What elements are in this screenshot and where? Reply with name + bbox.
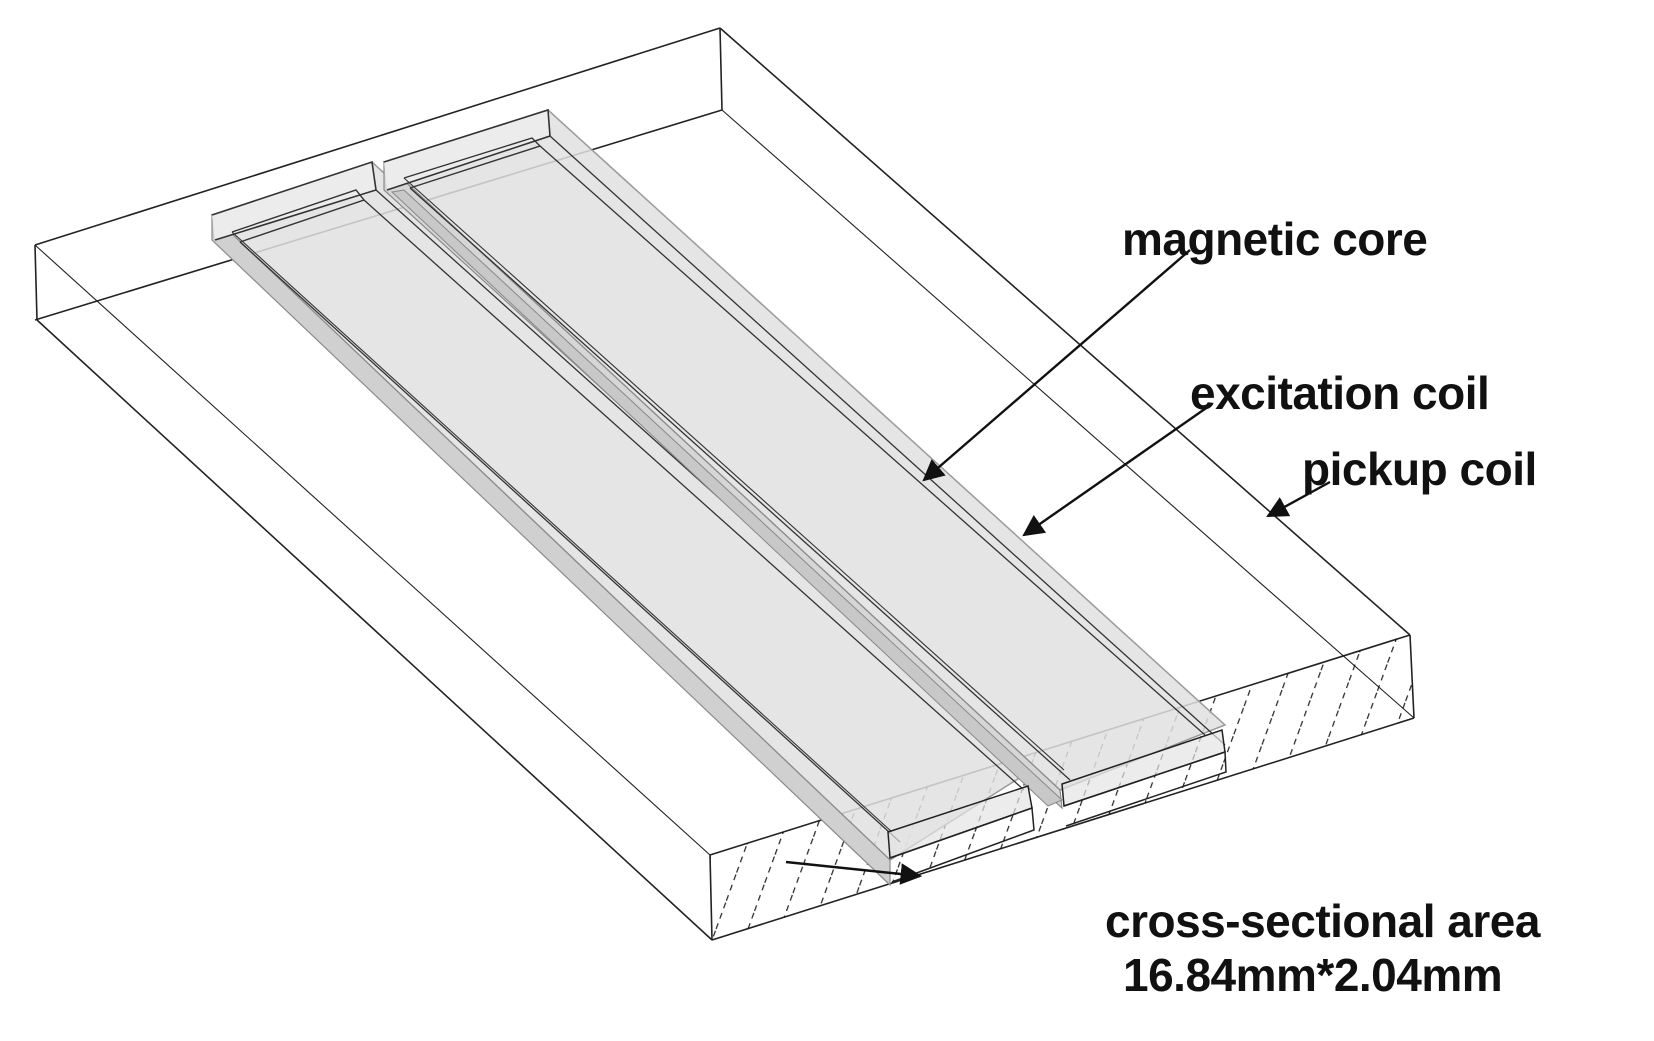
excitation-coil-label: excitation coil (1190, 367, 1490, 419)
magnetic-core-leader (922, 249, 1191, 482)
pickup-coil-leader (1266, 480, 1331, 518)
magnetic-core-band (390, 189, 1063, 807)
excitation-coil-left-strip (210, 160, 1041, 887)
excitation-coil-leader (1022, 403, 1213, 537)
strip-front-ends (887, 728, 1227, 883)
cross-section-leader (785, 860, 923, 885)
leader-lines (785, 249, 1331, 885)
cross-section-label: cross-sectional area (1105, 895, 1540, 947)
cross-section-dimensions: 16.84mm*2.04mm (1123, 949, 1503, 1001)
pickup-coil-label: pickup coil (1302, 443, 1537, 495)
magnetic-core-label: magnetic core (1122, 213, 1428, 265)
